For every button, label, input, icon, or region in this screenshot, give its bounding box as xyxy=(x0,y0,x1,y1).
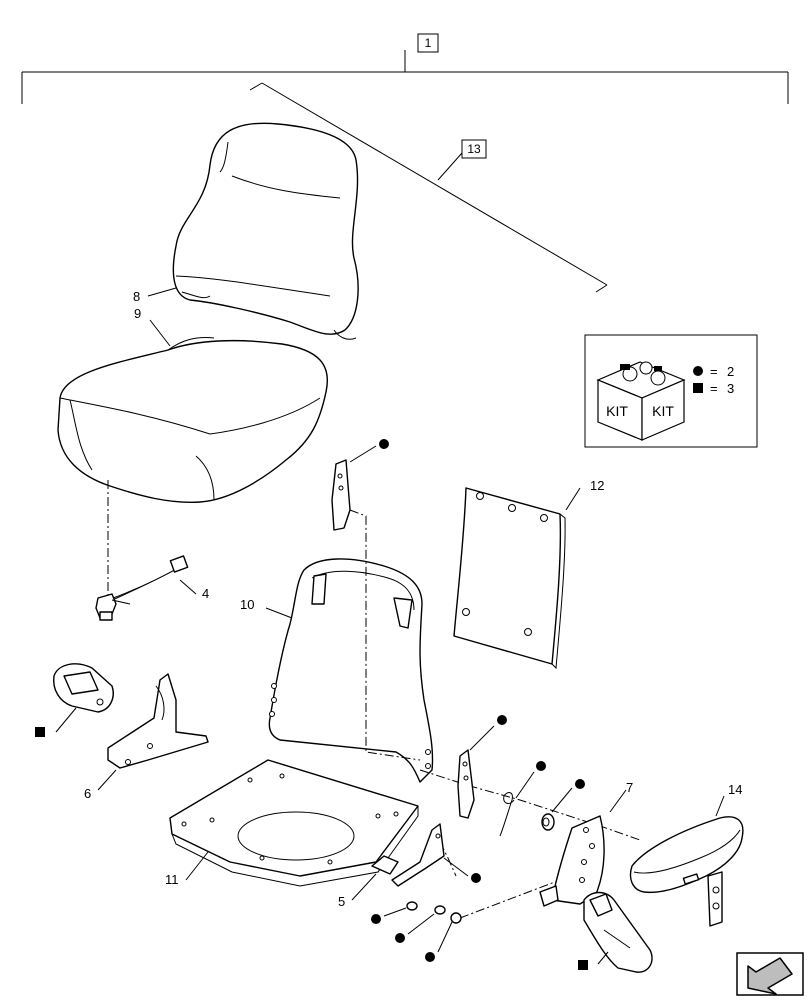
assembly-line-hinge xyxy=(349,509,421,761)
callout-label-7: 7 xyxy=(626,780,633,795)
callout-label-1: 1 xyxy=(425,36,432,50)
kit-circle-marker xyxy=(497,715,507,725)
assembly-line-side xyxy=(419,769,641,841)
nut-part[interactable] xyxy=(434,905,446,915)
bushing-part[interactable] xyxy=(541,813,555,831)
link-bracket[interactable] xyxy=(391,823,445,887)
kit-circle-marker xyxy=(395,933,405,943)
kit-label-left: KIT xyxy=(606,403,628,419)
callout-label-11: 11 xyxy=(165,872,179,887)
square-equals: = xyxy=(710,381,718,396)
seat-back-cover[interactable] xyxy=(172,122,359,340)
kit-circle-marker xyxy=(371,914,381,924)
callout-label-13: 13 xyxy=(467,142,481,156)
next-page-arrow-icon[interactable] xyxy=(736,952,804,996)
kit-circle-marker xyxy=(425,952,435,962)
callout-label-8: 8 xyxy=(133,289,140,304)
spring-part[interactable] xyxy=(499,792,515,837)
callout-box-1[interactable]: 1 xyxy=(417,33,439,53)
wire-harness[interactable] xyxy=(95,555,189,621)
square-count: 3 xyxy=(727,381,734,396)
clip-part[interactable] xyxy=(371,855,399,875)
kit-legend-box: KIT KIT = 2 = 3 xyxy=(584,334,758,448)
spacer-part[interactable] xyxy=(450,912,462,924)
circle-marker-icon xyxy=(693,366,703,376)
kit-circle-marker xyxy=(575,779,585,789)
callout-label-12: 12 xyxy=(590,478,604,493)
hinge-plate-upper[interactable] xyxy=(331,459,351,531)
seat-belt-buckle[interactable] xyxy=(583,891,653,973)
callout-label-10: 10 xyxy=(240,597,254,612)
kit-square-marker xyxy=(35,727,45,737)
callout-box-13[interactable]: 13 xyxy=(461,139,487,159)
assembly-line-fastener xyxy=(459,879,561,919)
mounting-bracket[interactable] xyxy=(107,673,209,769)
kit-box-icon xyxy=(596,361,686,441)
seat-pan[interactable] xyxy=(169,759,419,887)
hinge-plate-lower[interactable] xyxy=(457,749,475,819)
seat-cushion[interactable] xyxy=(57,337,328,504)
callout-label-14: 14 xyxy=(728,782,742,797)
kit-circle-marker xyxy=(379,439,389,449)
seat-back-frame[interactable] xyxy=(268,558,434,783)
callout-label-9: 9 xyxy=(134,306,141,321)
square-marker-icon xyxy=(693,383,703,393)
assembly-bracket xyxy=(21,50,789,104)
callout-label-4: 4 xyxy=(202,586,209,601)
sub-assembly-bracket xyxy=(249,82,608,293)
back-panel[interactable] xyxy=(453,487,566,670)
side-plate[interactable] xyxy=(539,815,605,907)
circle-count: 2 xyxy=(727,364,734,379)
switch-module[interactable] xyxy=(53,663,114,713)
armrest[interactable] xyxy=(629,816,744,927)
kit-circle-marker xyxy=(536,761,546,771)
callout-label-6: 6 xyxy=(84,786,91,801)
circle-equals: = xyxy=(710,364,718,379)
callout-label-5: 5 xyxy=(338,894,345,909)
kit-circle-marker xyxy=(471,873,481,883)
kit-label-right: KIT xyxy=(652,403,674,419)
washer-part[interactable] xyxy=(406,901,418,911)
kit-square-marker xyxy=(578,960,588,970)
